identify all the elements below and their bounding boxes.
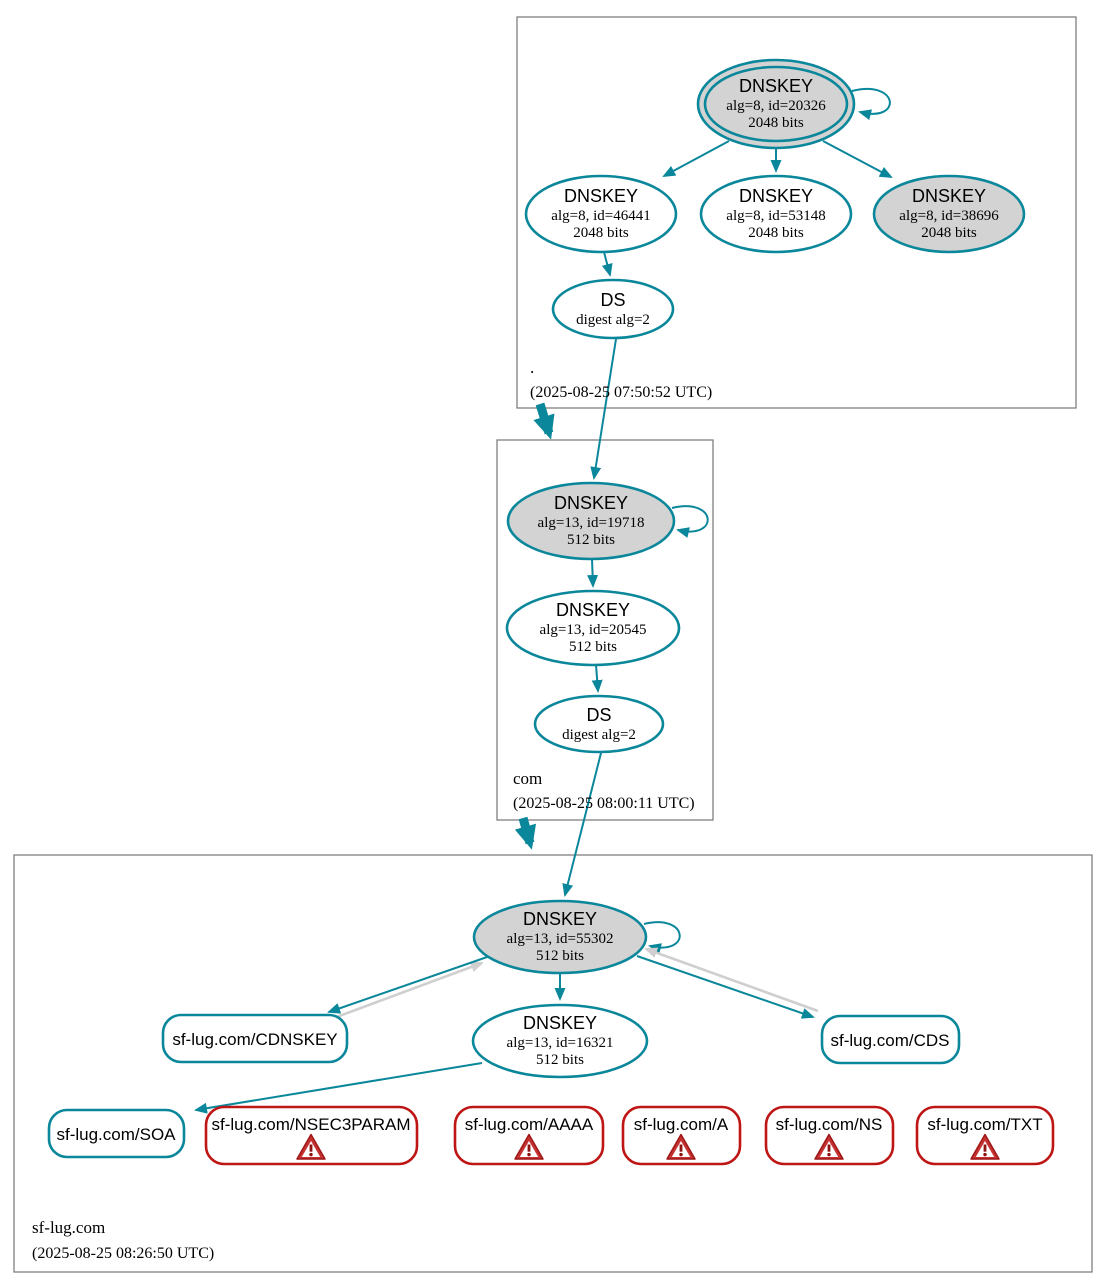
node-bits: 512 bits [567,532,615,548]
zone-sflug-timestamp: (2025-08-25 08:26:50 UTC) [32,1245,214,1262]
rrset-label: sf-lug.com/CDS [830,1031,949,1050]
edge-root-ds-to-com-ksk [590,338,617,480]
node-sflug-cdnskey: sf-lug.com/CDNSKEY [161,1013,349,1064]
node-sflug-aaaa: sf-lug.com/AAAA [453,1105,605,1166]
node-root-dnskey-38696: DNSKEY alg=8, id=38696 2048 bits [872,174,1026,254]
zone-sflug-label: sf-lug.com [32,1218,105,1237]
edge-com-ds-to-sflug-ksk [562,752,602,897]
edge-ksk-to-cdnskey [327,955,491,1014]
node-detail: alg=13, id=55302 [507,931,614,947]
edge-com-ksk-selfloop [671,505,709,538]
node-title: DNSKEY [523,1013,597,1033]
node-title: DNSKEY [556,600,630,620]
node-detail: alg=8, id=53148 [726,208,825,224]
node-root-dnskey-20326: DNSKEY alg=8, id=20326 2048 bits [696,58,856,150]
edge-sflug-zsk-to-soa [194,1062,483,1114]
node-title: DNSKEY [739,186,813,206]
node-com-ds: DS digest alg=2 [533,694,665,754]
node-root-dnskey-53148: DNSKEY alg=8, id=53148 2048 bits [699,174,853,254]
zone-root-timestamp: (2025-08-25 07:50:52 UTC) [530,384,712,401]
node-title: DS [586,705,611,725]
node-detail: alg=8, id=46441 [551,208,650,224]
node-detail: alg=8, id=20326 [726,98,826,114]
edge-com-zsk-to-ds [591,664,603,693]
node-title: DNSKEY [739,76,813,96]
edge-sflug-ksk-selfloop [643,921,681,954]
edge-ksk-to-cds [636,955,815,1019]
zone-root-label: . [530,358,534,377]
node-sflug-a: sf-lug.com/A [621,1105,742,1166]
rrset-label: sf-lug.com/SOA [56,1125,176,1144]
node-com-dnskey-19718: DNSKEY alg=13, id=19718 512 bits [506,481,676,561]
node-detail: digest alg=2 [576,312,650,328]
edge-cdnskey-to-ksk-gray [333,961,484,1020]
edge-root-ksk-to-key46441 [662,140,730,177]
node-bits: 2048 bits [748,115,804,131]
node-sflug-ns: sf-lug.com/NS [764,1105,895,1166]
node-sflug-txt: sf-lug.com/TXT [915,1105,1055,1166]
node-sflug-nsec3param: sf-lug.com/NSEC3PARAM [204,1105,419,1166]
node-bits: 2048 bits [748,225,804,241]
node-detail: alg=13, id=16321 [507,1035,614,1051]
node-bits: 2048 bits [921,225,977,241]
rrset-label: sf-lug.com/A [634,1115,729,1134]
delegation-arrow-com-to-sflug [514,816,537,850]
node-detail: alg=8, id=38696 [899,208,999,224]
node-title: DNSKEY [564,186,638,206]
node-sflug-dnskey-16321: DNSKEY alg=13, id=16321 512 bits [471,1003,649,1079]
rrset-label: sf-lug.com/TXT [927,1115,1042,1134]
node-detail: digest alg=2 [562,727,636,743]
node-bits: 2048 bits [573,225,629,241]
node-bits: 512 bits [536,948,584,964]
node-detail: alg=13, id=19718 [538,515,645,531]
node-title: DNSKEY [554,493,628,513]
node-bits: 512 bits [536,1052,584,1068]
node-root-dnskey-46441: DNSKEY alg=8, id=46441 2048 bits [524,174,678,254]
node-root-ds: DS digest alg=2 [551,278,675,340]
delegation-arrow-root-to-com [533,402,555,440]
node-detail: alg=13, id=20545 [540,622,647,638]
node-title: DNSKEY [912,186,986,206]
edge-com-ksk-to-zsk [587,558,599,588]
node-sflug-cds: sf-lug.com/CDS [820,1014,961,1065]
zone-com-label: com [513,769,542,788]
node-sflug-soa: sf-lug.com/SOA [47,1108,186,1159]
rrset-label: sf-lug.com/NSEC3PARAM [211,1115,410,1134]
zone-com-timestamp: (2025-08-25 08:00:11 UTC) [513,795,695,812]
rrset-label: sf-lug.com/NS [776,1115,883,1134]
node-title: DS [600,290,625,310]
edge-root-ksk-selfloop [851,88,891,121]
rrset-label: sf-lug.com/AAAA [465,1115,594,1134]
node-com-dnskey-20545: DNSKEY alg=13, id=20545 512 bits [505,589,681,667]
edge-key46441-to-root-ds [601,251,613,277]
edge-cds-to-ksk-gray [644,947,819,1013]
node-title: DNSKEY [523,909,597,929]
node-bits: 512 bits [569,639,617,655]
node-sflug-dnskey-55302: DNSKEY alg=13, id=55302 512 bits [472,899,648,975]
rrset-label: sf-lug.com/CDNSKEY [172,1030,337,1049]
edge-root-ksk-to-key38696 [822,140,893,178]
